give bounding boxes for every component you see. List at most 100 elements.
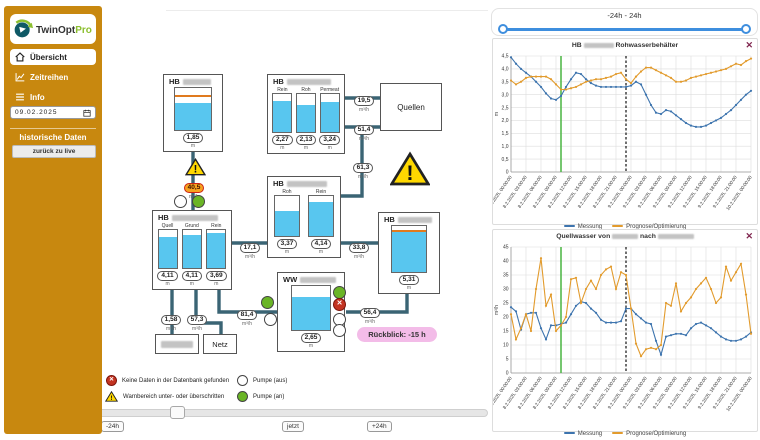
time-range-handle-right[interactable] (741, 24, 751, 34)
data-point (639, 317, 643, 320)
flow-number: 33,8 (348, 243, 370, 253)
data-point (624, 307, 628, 310)
flow-number: 56,4 (359, 308, 381, 318)
tank-level-unit: m (406, 285, 412, 291)
y-tick-label: 15 (503, 329, 509, 335)
legend-item: Messung (563, 224, 602, 230)
data-point (554, 83, 558, 86)
data-point (659, 343, 663, 347)
data-point (739, 63, 743, 67)
svg-text:!: ! (110, 395, 112, 402)
tank-level-value: 4,14 (310, 239, 332, 249)
data-point (599, 85, 603, 89)
y-tick-label: 2,0 (502, 118, 509, 124)
data-point (559, 324, 563, 327)
sidebar-item-zeitreihen[interactable]: Zeitreihen (10, 69, 96, 85)
logo-text-accent: Pro (75, 25, 92, 36)
sidebar-item-info[interactable]: Info (10, 89, 96, 105)
y-tick-label: 0 (506, 170, 509, 176)
data-point (669, 110, 673, 113)
data-point (519, 80, 523, 83)
legend-swatch-messung (563, 432, 575, 435)
data-point (519, 67, 523, 70)
data-point (569, 87, 573, 90)
data-point (614, 287, 618, 291)
data-point (534, 287, 538, 291)
data-point (699, 321, 703, 324)
data-point (599, 273, 603, 277)
svg-text:!: ! (406, 160, 413, 185)
data-point (679, 118, 683, 121)
data-point (564, 315, 568, 319)
data-point (614, 321, 618, 324)
data-point (614, 85, 618, 89)
timeline-back-button[interactable]: -24h (101, 421, 125, 432)
back-to-live-button[interactable]: zurück zu live (12, 145, 96, 158)
tank-level-value: 2,65 (300, 333, 322, 343)
data-point (749, 332, 753, 335)
warning-icon: ! (105, 391, 118, 402)
date-input[interactable]: 09.02.2025 (10, 106, 96, 119)
legend-item: Prognose/Optimierung (612, 431, 686, 437)
timeline-forward-button[interactable]: +24h (367, 421, 392, 432)
data-point (634, 75, 638, 78)
data-point (549, 78, 553, 81)
data-point (564, 321, 568, 324)
logo-text-main: TwinOpt (36, 25, 76, 36)
sidebar-item-uebersicht[interactable]: Übersicht (10, 49, 96, 65)
netz-label: Netz (212, 339, 228, 349)
data-point (619, 85, 623, 89)
data-point (654, 339, 658, 342)
sidebar-divider (10, 128, 96, 129)
data-point (544, 75, 548, 78)
flow-unit: m³/h (242, 321, 252, 327)
flow-number: 57,3 (186, 315, 208, 325)
data-point (714, 70, 718, 73)
data-point (699, 125, 703, 128)
close-icon[interactable]: ✕ (745, 40, 753, 50)
data-point (659, 112, 663, 116)
y-tick-label: 1,0 (502, 144, 509, 150)
time-range-track[interactable] (504, 28, 745, 31)
tank (157, 229, 178, 269)
y-tick-label: 10 (503, 343, 509, 349)
tank-group-hb-d: HB Quell 4,11 m Grund 4,11 m Rein 3,69 m (152, 210, 232, 290)
rueckblick-badge: Rückblick: -15 h (357, 327, 437, 342)
data-point (629, 307, 633, 310)
legend-item-no-data: ✕ Keine Daten in der Datenbank gefunden (106, 375, 229, 386)
close-icon[interactable]: ✕ (745, 231, 753, 241)
data-point (549, 97, 553, 100)
data-point (594, 84, 598, 87)
data-point (629, 84, 633, 87)
data-point (619, 320, 623, 323)
y-axis-label: m (494, 112, 500, 116)
group-title: HB (273, 179, 284, 188)
data-point (539, 257, 543, 260)
date-value: 09.02.2025 (15, 109, 58, 116)
tank-level-unit: m (214, 281, 219, 287)
y-tick-label: 20 (503, 315, 509, 321)
data-point (584, 78, 588, 81)
no-data-icon: ✕ (333, 298, 346, 311)
time-range-label: -24h - 24h (607, 11, 642, 20)
time-range-handle-left[interactable] (498, 24, 508, 34)
data-point (614, 72, 618, 76)
tank-level-unit: m (190, 143, 196, 149)
legend-item: Prognose/Optimierung (612, 224, 686, 230)
data-point (509, 306, 513, 309)
data-point (679, 80, 683, 83)
timeline-now-button[interactable]: jetzt (282, 421, 304, 432)
data-point (699, 74, 703, 77)
redacted-name (161, 340, 193, 348)
y-tick-label: 4,0 (502, 67, 509, 73)
timeline-track[interactable] (98, 409, 488, 417)
data-point (579, 72, 583, 76)
data-point (604, 321, 608, 324)
tank-level-unit: m (308, 343, 314, 349)
timeline-handle[interactable] (170, 406, 185, 419)
data-point (704, 124, 708, 127)
tank-level-unit: m (303, 145, 309, 151)
data-point (724, 265, 728, 268)
